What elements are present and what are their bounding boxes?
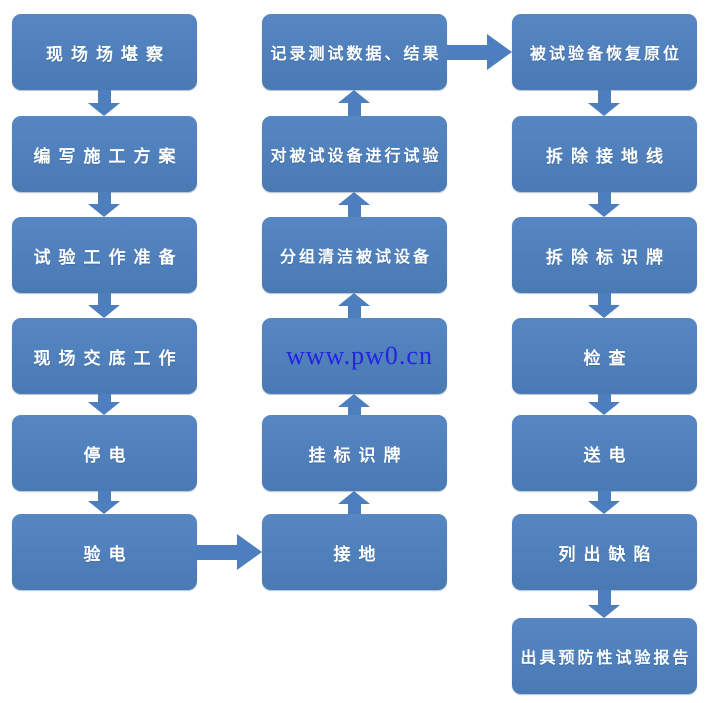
connector-down-arrow (88, 90, 120, 116)
connector-down-arrow (588, 192, 620, 217)
box-list-defects: 列出缺陷 (512, 514, 697, 590)
box-label: 记录测试数据、结果 (270, 46, 442, 63)
box-label: 接地 (333, 544, 384, 564)
connector-down-arrow (88, 491, 120, 514)
box-test-preparation: 试验工作准备 (12, 217, 197, 293)
box-label: 编写施工方案 (33, 146, 184, 166)
connector-down-arrow (588, 491, 620, 514)
box-power-off: 停电 (12, 415, 197, 491)
box-record-results: 记录测试数据、结果 (262, 14, 447, 90)
box-label: 现场场堪察 (46, 44, 171, 64)
box-inspect: 检查 (512, 318, 697, 394)
box-site-briefing: 现场交底工作 (12, 318, 197, 394)
box-label: 现场交底工作 (33, 348, 184, 368)
box-label: 拆除接地线 (546, 146, 671, 166)
box-remove-ground-wire: 拆除接地线 (512, 116, 697, 192)
box-label: 被试验备恢复原位 (529, 46, 682, 63)
box-grounding: 接地 (262, 514, 447, 590)
box-power-on: 送电 (512, 415, 697, 491)
connector-up-arrow (338, 491, 370, 514)
connector-down-arrow (588, 590, 620, 618)
box-restore-equipment: 被试验备恢复原位 (512, 14, 697, 90)
box-issue-report: 出具预防性试验报告 (512, 618, 697, 694)
box-construction-plan: 编写施工方案 (12, 116, 197, 192)
box-hang-sign: 挂标识牌 (262, 415, 447, 491)
box-obscured-by-watermark: www.pw0.cn (262, 318, 447, 394)
box-label: 拆除标识牌 (546, 247, 671, 267)
connector-up-arrow (338, 394, 370, 415)
box-label: 试验工作准备 (33, 247, 184, 267)
connector-down-arrow (88, 192, 120, 217)
box-clean-equipment: 分组清洁被试设备 (262, 217, 447, 293)
connector-down-arrow (588, 394, 620, 415)
box-remove-sign: 拆除标识牌 (512, 217, 697, 293)
connector-down-arrow (588, 90, 620, 116)
box-voltage-check: 验电 (12, 514, 197, 590)
connector-right-arrow (197, 534, 262, 570)
box-label: 出具预防性试验报告 (520, 650, 692, 667)
watermark-text: www.pw0.cn (286, 341, 433, 370)
box-test-equipment: 对被试设备进行试验 (262, 116, 447, 192)
box-site-survey: 现场场堪察 (12, 14, 197, 90)
connector-up-arrow (338, 90, 370, 116)
connector-right-arrow (447, 34, 512, 70)
box-label: 列出缺陷 (558, 544, 659, 564)
connector-down-arrow (88, 394, 120, 415)
connector-up-arrow (338, 192, 370, 217)
box-label: 分组清洁被试设备 (279, 249, 432, 266)
connector-up-arrow (338, 293, 370, 318)
box-label: 检查 (583, 348, 634, 368)
box-label: 送电 (583, 445, 634, 465)
box-label: 挂标识牌 (308, 445, 409, 465)
connector-down-arrow (88, 293, 120, 318)
box-label: 对被试设备进行试验 (270, 148, 442, 165)
connector-down-arrow (588, 293, 620, 318)
box-label: 验电 (83, 544, 134, 564)
box-label: 停电 (83, 445, 134, 465)
